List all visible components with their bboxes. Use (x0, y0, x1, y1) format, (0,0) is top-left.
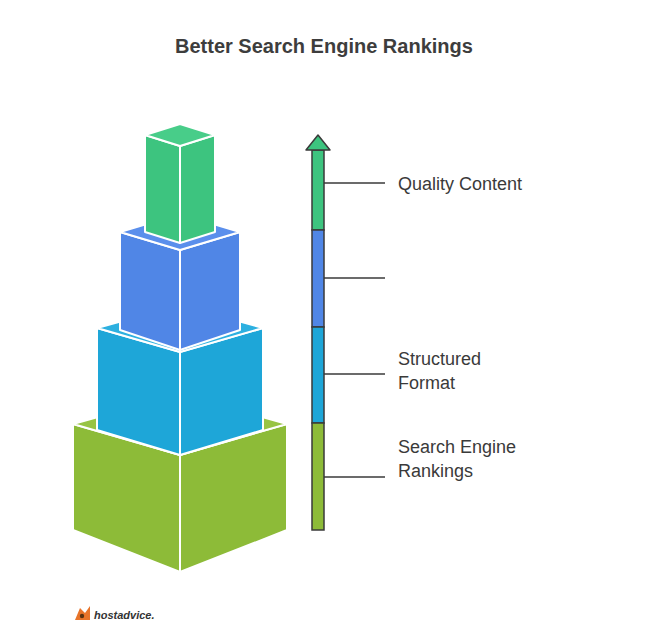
logo-icon (75, 606, 90, 620)
diagram-title: Better Search Engine Rankings (175, 35, 473, 58)
level-label: Quality Content (398, 172, 538, 196)
level-label: Structured Format (398, 347, 538, 395)
watermark: hostadvice. (94, 609, 155, 621)
block-stack (73, 124, 287, 572)
level-arrow (306, 135, 330, 530)
level-label: Search Engine Rankings (398, 435, 538, 483)
leader-lines (324, 183, 385, 477)
